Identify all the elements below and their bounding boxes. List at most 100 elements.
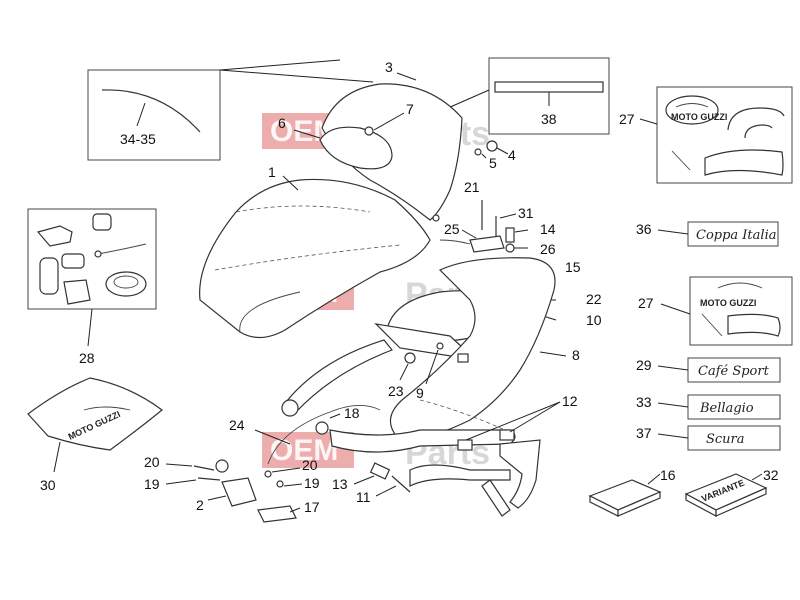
bolt-part-11 <box>391 475 411 493</box>
callout-16: 16 <box>660 467 676 483</box>
frame-eyelet <box>281 399 299 417</box>
manual-part-16: 16 <box>588 467 676 517</box>
leader-19a <box>165 479 197 485</box>
leader-12a <box>465 401 561 441</box>
cover-mount <box>432 214 440 222</box>
leader-box-3b <box>219 59 341 71</box>
leader-27a <box>639 118 658 125</box>
trim-pin <box>671 150 691 171</box>
callout-38: 38 <box>541 111 557 127</box>
callout-28: 28 <box>79 350 95 366</box>
leader-31 <box>499 213 517 219</box>
seat-cushion <box>199 178 431 339</box>
leader-20b <box>271 467 301 473</box>
leader-5 <box>481 153 487 159</box>
trim-panel <box>704 149 784 176</box>
frame-dash <box>419 399 506 431</box>
lock-cylinder <box>39 257 59 295</box>
cable-reel-inner <box>113 275 139 289</box>
callout-2: 2 <box>196 497 204 513</box>
cover-eagle <box>83 406 131 411</box>
leader-box-3a <box>219 69 374 83</box>
trim-strip-part <box>101 89 201 133</box>
leader-25 <box>461 229 477 239</box>
lock-assembly: 24 18 2 20 19 20 19 17 <box>144 405 381 523</box>
decal-33-frame <box>687 394 781 420</box>
leader-33 <box>657 402 689 408</box>
manual-16-front <box>617 491 661 517</box>
leader-24 <box>254 429 291 445</box>
bracket-part-25 <box>469 235 505 253</box>
decal-36: Coppa Italia 36 <box>636 221 779 247</box>
frame-crossbar <box>409 464 511 487</box>
callout-36: 36 <box>636 221 652 237</box>
latch-part-17 <box>257 505 297 523</box>
callout-19b: 19 <box>304 475 320 491</box>
watermark-brand: OEM <box>270 434 338 467</box>
manual-32-front <box>715 487 767 517</box>
callout-7: 7 <box>406 101 414 117</box>
leader-17 <box>289 507 301 513</box>
leader-2 <box>207 495 227 501</box>
leader-14 <box>514 229 529 233</box>
leader-37 <box>657 433 689 439</box>
seat-edge <box>239 291 301 333</box>
screw-part-9 <box>436 342 444 350</box>
part-38-box: 38 <box>447 57 610 135</box>
callout-18: 18 <box>344 405 360 421</box>
callout-1: 1 <box>268 164 276 180</box>
decal-37-frame <box>687 425 781 451</box>
washer-part-19b <box>276 480 284 488</box>
leader-34-35 <box>136 102 146 127</box>
callout-37: 37 <box>636 425 652 441</box>
washer-part-5 <box>474 148 482 156</box>
trim-curve-large <box>727 107 785 131</box>
cable-reel <box>105 271 147 297</box>
tail-fairing <box>389 257 556 441</box>
decal-33-script: Bellagio <box>699 401 754 416</box>
leader-29 <box>657 365 689 371</box>
callout-23: 23 <box>388 383 404 399</box>
screw-part-20b <box>264 470 272 478</box>
leader-20a <box>165 463 193 467</box>
callout-26: 26 <box>540 241 556 257</box>
callout-19a: 19 <box>144 476 160 492</box>
callout-14: 14 <box>540 221 556 237</box>
fasteners-9-23-12: 23 9 12 <box>388 342 578 441</box>
cover-screw <box>364 126 374 136</box>
callout-34-35: 34-35 <box>120 131 156 147</box>
brand-logo: MOTO GUZZI <box>700 298 756 308</box>
seat-stitch-1 <box>235 205 371 213</box>
callout-3: 3 <box>385 59 393 75</box>
callout-12: 12 <box>562 393 578 409</box>
part-38-strip <box>494 81 604 93</box>
callout-27a: 27 <box>619 111 635 127</box>
callout-15: 15 <box>565 259 581 275</box>
leader-6 <box>293 129 321 139</box>
callout-21: 21 <box>464 179 480 195</box>
cover-bag <box>27 377 163 451</box>
callout-6: 6 <box>278 115 286 131</box>
trim-strip-frame <box>87 69 221 161</box>
lock-bracket <box>36 225 73 247</box>
trim-curve-small <box>744 124 773 139</box>
callout-24: 24 <box>229 417 245 433</box>
grommet-part-18 <box>315 421 329 435</box>
seat-part-1: 1 <box>199 164 431 339</box>
decal-panel-2 <box>727 313 781 337</box>
fasteners-4-5: 4 5 <box>474 140 516 171</box>
clip-left <box>457 439 473 451</box>
lock-key-head <box>61 253 85 269</box>
washer-part-26 <box>505 243 515 253</box>
callout-10: 10 <box>586 312 602 328</box>
callout-13: 13 <box>332 476 348 492</box>
frame-rail-lower <box>329 429 516 453</box>
bolt-part-19a <box>197 477 221 481</box>
clip-right <box>499 429 515 441</box>
callout-17: 17 <box>304 499 320 515</box>
frame-bracket <box>499 439 541 509</box>
callout-29: 29 <box>636 357 652 373</box>
callout-11: 11 <box>356 489 371 505</box>
leader-1 <box>282 175 299 191</box>
